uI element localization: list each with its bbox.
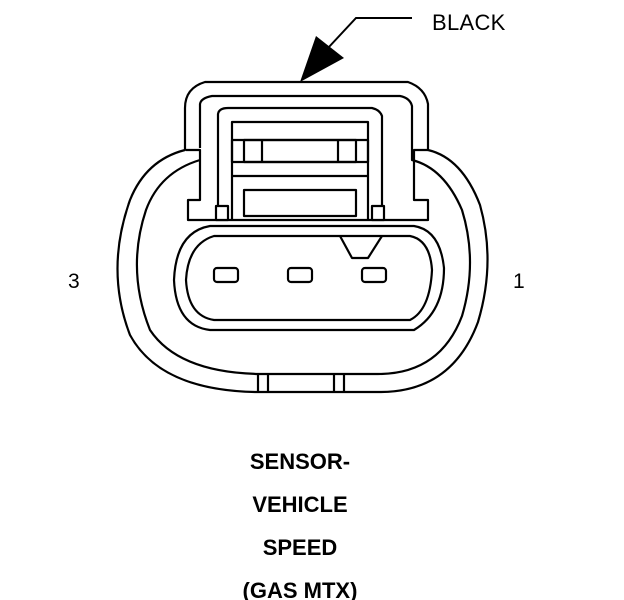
callout-leader (300, 17, 412, 82)
latch-top-bar (230, 138, 370, 164)
connector-outer-body (116, 80, 489, 394)
latch-frame (230, 120, 370, 220)
connector-inner-body (135, 94, 472, 376)
keying-notch (339, 235, 383, 260)
caption-line-2: VEHICLE (252, 492, 348, 517)
latch-inner (216, 106, 384, 220)
caption-line-3: SPEED (262, 535, 338, 560)
wire-color-callout: BLACK (432, 10, 506, 35)
terminal-pin-1 (360, 266, 388, 284)
terminal-cavity-inner (184, 234, 434, 322)
terminal-pin-2 (286, 266, 314, 284)
callout-arrowhead (300, 36, 344, 82)
caption-line-4: (GAS MTX) (242, 578, 358, 600)
retention-tab-left (214, 204, 230, 222)
latch-outer (186, 148, 430, 222)
pin-label-right: 1 (513, 270, 525, 293)
terminal-pin-3 (212, 266, 240, 284)
pin-label-left: 3 (68, 270, 80, 293)
latch-lower-bar (242, 188, 358, 218)
retention-tab-right (370, 204, 386, 222)
latch-mid-bar (242, 138, 358, 164)
terminal-cavity-outer (172, 224, 446, 332)
caption-line-1: SENSOR- (249, 449, 351, 474)
connector-caption: SENSOR- VEHICLE SPEED (GAS MTX) (150, 440, 450, 600)
